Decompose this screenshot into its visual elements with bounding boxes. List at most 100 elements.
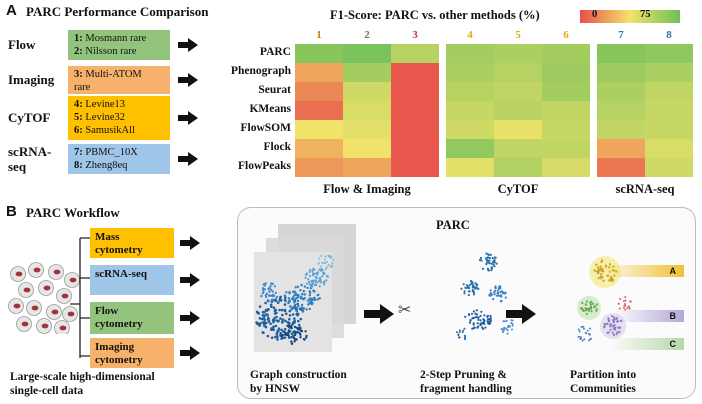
heatmap-column-label: 7 — [618, 29, 624, 41]
panel-a-letter: A — [6, 2, 17, 19]
heatmap-column-label: 6 — [563, 29, 569, 41]
dataset-category-label: Flow — [8, 37, 36, 52]
panel-b-title: PARC Workflow — [26, 205, 120, 220]
heatmap-cell — [494, 63, 542, 82]
heatmap-cell — [295, 101, 343, 120]
heatmap-row-label: Flock — [263, 141, 291, 153]
dataset-arrow-icon — [178, 38, 198, 52]
workflow-arrow-icon — [180, 236, 200, 250]
heatmap-cell — [295, 158, 343, 177]
panel-b-letter: B — [6, 203, 17, 220]
workflow-input-box: scRNA-seq — [90, 265, 174, 295]
dataset-arrow-icon — [178, 152, 198, 166]
heatmap-cell — [542, 82, 590, 101]
workflow-step-caption: 2-Step Pruning & fragment handling — [420, 369, 512, 395]
heatmap-cell — [494, 158, 542, 177]
dataset-number-colon: : — [79, 147, 86, 158]
dataset-arrow-icon — [178, 73, 198, 87]
heatmap — [295, 44, 693, 177]
heatmap-cell — [597, 82, 645, 101]
heatmap-row-label: FlowPeaks — [237, 160, 291, 172]
heatmap-cell — [391, 120, 439, 139]
community-graph — [577, 256, 632, 342]
dataset-number-colon: : — [79, 99, 86, 110]
heatmap-cell — [295, 120, 343, 139]
dataset-name: Nilsson rare — [85, 46, 137, 57]
dataset-category-label: scRNA- seq — [8, 144, 52, 174]
community-label-tag: C — [610, 338, 684, 350]
dataset-number: 1 — [74, 33, 80, 44]
heatmap-cell — [343, 44, 391, 63]
dataset-name: Levine13 — [85, 99, 126, 110]
heatmap-row-label: FlowSOM — [240, 122, 291, 134]
heatmap-cell — [597, 158, 645, 177]
heatmap-column-label: 8 — [666, 29, 672, 41]
heatmap-cell — [343, 120, 391, 139]
heatmap-cell — [446, 63, 494, 82]
dataset-number-colon: : — [79, 125, 86, 136]
dataset-number-colon: : — [79, 33, 86, 44]
heatmap-cell — [645, 158, 693, 177]
heatmap-cell — [343, 158, 391, 177]
heatmap-cell — [597, 44, 645, 63]
workflow-step-caption: Graph construction by HNSW — [250, 369, 347, 395]
heatmap-column-label: 4 — [467, 29, 473, 41]
heatmap-cell — [494, 44, 542, 63]
heatmap-cell — [295, 82, 343, 101]
heatmap-cell — [494, 82, 542, 101]
heatmap-cell — [391, 158, 439, 177]
heatmap-row-label: Seurat — [258, 84, 291, 96]
heatmap-cell — [645, 139, 693, 158]
heatmap-row-label: KMeans — [249, 103, 291, 115]
heatmap-column-label: 1 — [316, 29, 322, 41]
dataset-line: 5: Levine32 — [74, 111, 164, 124]
dataset-name: Zheng8eq — [85, 160, 128, 171]
workflow-input-box: Imaging cytometry — [90, 338, 174, 368]
heatmap-cell — [391, 139, 439, 158]
dataset-name: Levine32 — [85, 112, 126, 123]
heatmap-cell — [446, 101, 494, 120]
heatmap-cell — [494, 120, 542, 139]
scissors-icon: ✂ — [398, 300, 412, 319]
heatmap-column-label: 5 — [515, 29, 521, 41]
heatmap-cell — [343, 139, 391, 158]
workflow-input-box: Mass cytometry — [90, 228, 174, 258]
dataset-line: 6: SamusikAll — [74, 124, 164, 137]
heatmap-cell — [295, 44, 343, 63]
dataset-number: 8 — [74, 160, 80, 171]
heatmap-cell — [446, 82, 494, 101]
heatmap-column-label: 2 — [364, 29, 370, 41]
heatmap-cell — [597, 63, 645, 82]
dataset-number-colon: : — [79, 69, 86, 80]
heatmap-cell — [446, 44, 494, 63]
colorbar-min-label: 0 — [592, 9, 598, 20]
dataset-number: 4 — [74, 99, 80, 110]
workflow-arrow-icon — [180, 273, 200, 287]
workflow-arrow-icon — [180, 311, 200, 325]
parc-title: PARC — [436, 218, 470, 232]
community-label-tag: B — [614, 310, 684, 322]
heatmap-title: F1-Score: PARC vs. other methods (%) — [330, 8, 540, 22]
dataset-number: 5 — [74, 112, 80, 123]
heatmap-cell — [343, 82, 391, 101]
heatmap-cell — [391, 101, 439, 120]
heatmap-group-label: scRNA-seq — [615, 182, 675, 196]
dataset-number-colon: : — [79, 112, 86, 123]
dataset-line: 2: Nilsson rare — [74, 45, 164, 58]
dataset-name: SamusikAll — [85, 125, 135, 136]
heatmap-cell — [542, 101, 590, 120]
heatmap-cell — [494, 139, 542, 158]
heatmap-cell — [542, 63, 590, 82]
panel-a-title: PARC Performance Comparison — [26, 4, 209, 19]
dataset-category-label: CyTOF — [8, 110, 51, 125]
step-arrow-2 — [506, 304, 536, 324]
colorbar: 0 75 — [580, 9, 680, 23]
heatmap-cell — [645, 82, 693, 101]
heatmap-cell — [446, 120, 494, 139]
heatmap-cell — [645, 44, 693, 63]
dataset-name: PBMC_10X — [85, 147, 138, 158]
dataset-number: 3 — [74, 69, 80, 80]
heatmap-cell — [391, 63, 439, 82]
